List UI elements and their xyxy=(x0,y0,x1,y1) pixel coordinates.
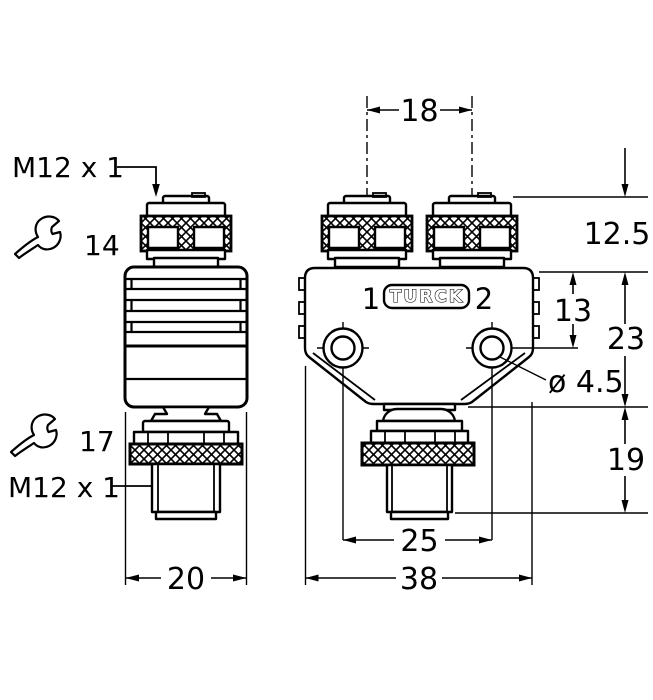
dimension-body-height-23: 23 xyxy=(607,272,645,407)
turck-logo: TURCK xyxy=(382,283,471,310)
dimension-total-width-38: 38 xyxy=(304,366,533,597)
dimension-width-20: 20 xyxy=(124,412,248,597)
dim-label-13: 13 xyxy=(554,294,592,329)
mounting-hole-left xyxy=(317,322,369,540)
front-view: 1 2 TURCK xyxy=(298,94,650,597)
dim-label-25: 25 xyxy=(400,524,438,559)
port2-connector xyxy=(425,191,519,269)
lower-connector-side xyxy=(128,405,244,521)
dimension-hole-spacing-25: 25 xyxy=(343,524,492,559)
port1-label: 1 xyxy=(362,282,380,316)
dimension-port-spacing-18: 18 xyxy=(367,94,472,129)
wrench-icon xyxy=(13,215,62,260)
wrench-size-label-17: 17 xyxy=(79,425,115,458)
lower-connector-front xyxy=(360,402,476,521)
dim-label-12-5: 12.5 xyxy=(584,217,651,252)
dim-label-38: 38 xyxy=(400,562,438,597)
thread-label-top: M12 x 1 xyxy=(12,151,124,184)
dim-label-hole-diameter: ø 4.5 xyxy=(548,365,624,400)
dim-label-19: 19 xyxy=(607,443,645,478)
wrench-size-label-14: 14 xyxy=(84,229,120,262)
thread-label-bottom: M12 x 1 xyxy=(8,471,120,504)
port2-label: 2 xyxy=(475,282,493,316)
dim-label-18: 18 xyxy=(400,94,438,129)
port1-connector xyxy=(320,191,414,269)
wrench-icon xyxy=(9,413,58,458)
dim-label-23: 23 xyxy=(607,322,645,357)
dimension-hole-offset-13: 13 xyxy=(554,272,592,348)
splitter-body: 1 2 TURCK xyxy=(298,266,578,540)
side-view-body xyxy=(123,265,249,409)
dim-label-20: 20 xyxy=(167,562,205,597)
dimension-lower-connector-19: 19 xyxy=(607,407,645,513)
callout-hole-diameter: ø 4.5 xyxy=(499,356,624,400)
dimension-connector-height-12-5: 12.5 xyxy=(513,148,650,252)
side-view: 20 M12 x 1 14 17 M12 x 1 xyxy=(8,151,249,597)
brand-text: TURCK xyxy=(390,287,464,307)
upper-connector-side xyxy=(139,191,233,269)
